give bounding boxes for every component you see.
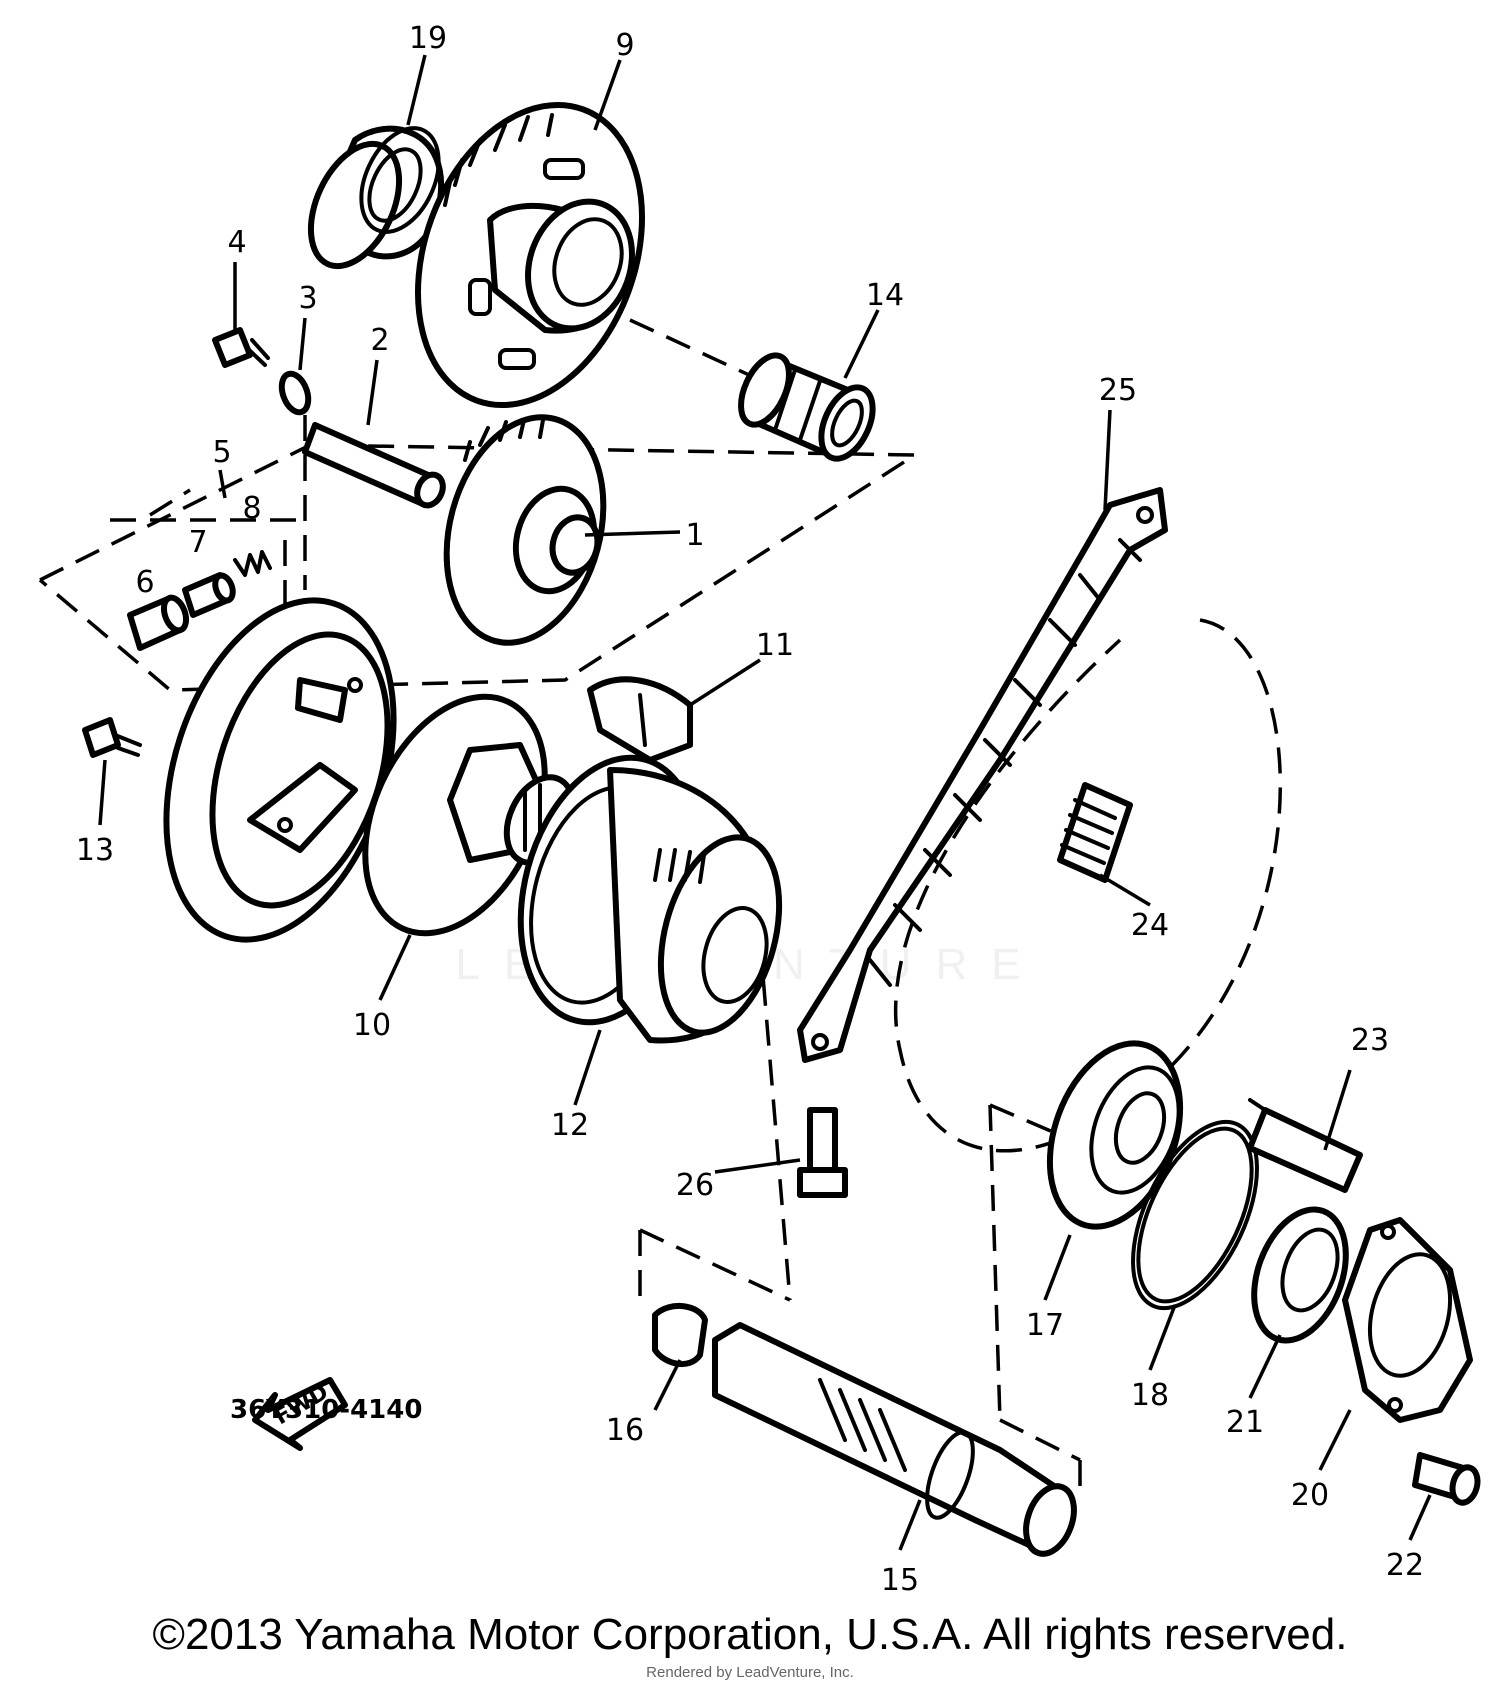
part-11-cam bbox=[587, 676, 693, 763]
part-25-chain-guide bbox=[797, 487, 1168, 1063]
assembly-guide-lines bbox=[38, 318, 1283, 1500]
callout-20: 20 bbox=[1291, 1478, 1329, 1513]
part-15-shaft bbox=[712, 1322, 1077, 1557]
part-9-starter-gear bbox=[414, 101, 646, 409]
callout-11: 11 bbox=[756, 628, 794, 663]
part-21-oil-seal bbox=[1251, 1206, 1349, 1344]
callout-16: 16 bbox=[606, 1413, 644, 1448]
part-8-spring bbox=[233, 550, 272, 577]
rendered-by-notice: Rendered by LeadVenture, Inc. bbox=[646, 1664, 854, 1681]
part-4-bolt bbox=[212, 327, 270, 368]
callout-8: 8 bbox=[242, 491, 261, 526]
part-24-damper bbox=[1057, 782, 1133, 883]
callout-6: 6 bbox=[135, 565, 154, 600]
housing-left bbox=[163, 597, 397, 943]
part-22-screw bbox=[1412, 1452, 1481, 1506]
callout-26: 26 bbox=[676, 1168, 714, 1203]
callout-22: 22 bbox=[1386, 1548, 1424, 1583]
part-26-bolt bbox=[797, 1107, 848, 1198]
part-6-roller bbox=[127, 594, 190, 651]
callout-10: 10 bbox=[353, 1008, 391, 1043]
callout-24: 24 bbox=[1131, 908, 1169, 943]
callout-7: 7 bbox=[188, 525, 207, 560]
callout-19: 19 bbox=[409, 21, 447, 56]
callout-17: 17 bbox=[1026, 1308, 1064, 1343]
drawing-code: 36Y310-4140 bbox=[230, 1395, 422, 1425]
part-3-plate bbox=[278, 370, 312, 416]
callout-9: 9 bbox=[615, 28, 634, 63]
callout-12: 12 bbox=[551, 1108, 589, 1143]
part-12-clutch-outer bbox=[517, 754, 783, 1044]
part-14-bushing bbox=[738, 352, 876, 462]
part-23-pin bbox=[1247, 1098, 1363, 1193]
callout-23: 23 bbox=[1351, 1023, 1389, 1058]
callout-18: 18 bbox=[1131, 1378, 1169, 1413]
part-17-bearing bbox=[1046, 1040, 1184, 1230]
callout-4: 4 bbox=[227, 225, 246, 260]
callout-13: 13 bbox=[76, 833, 114, 868]
callout-1: 1 bbox=[685, 518, 704, 553]
callout-2: 2 bbox=[370, 323, 389, 358]
copyright-notice: ©2013 Yamaha Motor Corporation, U.S.A. A… bbox=[152, 1610, 1348, 1659]
callout-21: 21 bbox=[1226, 1405, 1264, 1440]
callout-14: 14 bbox=[866, 278, 904, 313]
part-callouts: 1 2 3 4 5 6 7 8 9 10 11 12 13 14 15 16 1… bbox=[76, 21, 1424, 1598]
callout-5: 5 bbox=[212, 435, 231, 470]
callout-leaders bbox=[98, 54, 1432, 1551]
part-16-collar bbox=[652, 1302, 708, 1367]
part-2-shaft bbox=[302, 422, 446, 509]
callout-15: 15 bbox=[881, 1563, 919, 1598]
part-1-idler-gear bbox=[443, 414, 607, 646]
part-18-o-ring bbox=[1131, 1119, 1259, 1311]
callout-25: 25 bbox=[1099, 373, 1137, 408]
part-20-retainer bbox=[1342, 1217, 1473, 1423]
part-7-pin bbox=[182, 572, 236, 618]
part-13-bolt bbox=[82, 717, 142, 758]
callout-3: 3 bbox=[298, 281, 317, 316]
part-10-one-way-clutch bbox=[362, 693, 577, 937]
